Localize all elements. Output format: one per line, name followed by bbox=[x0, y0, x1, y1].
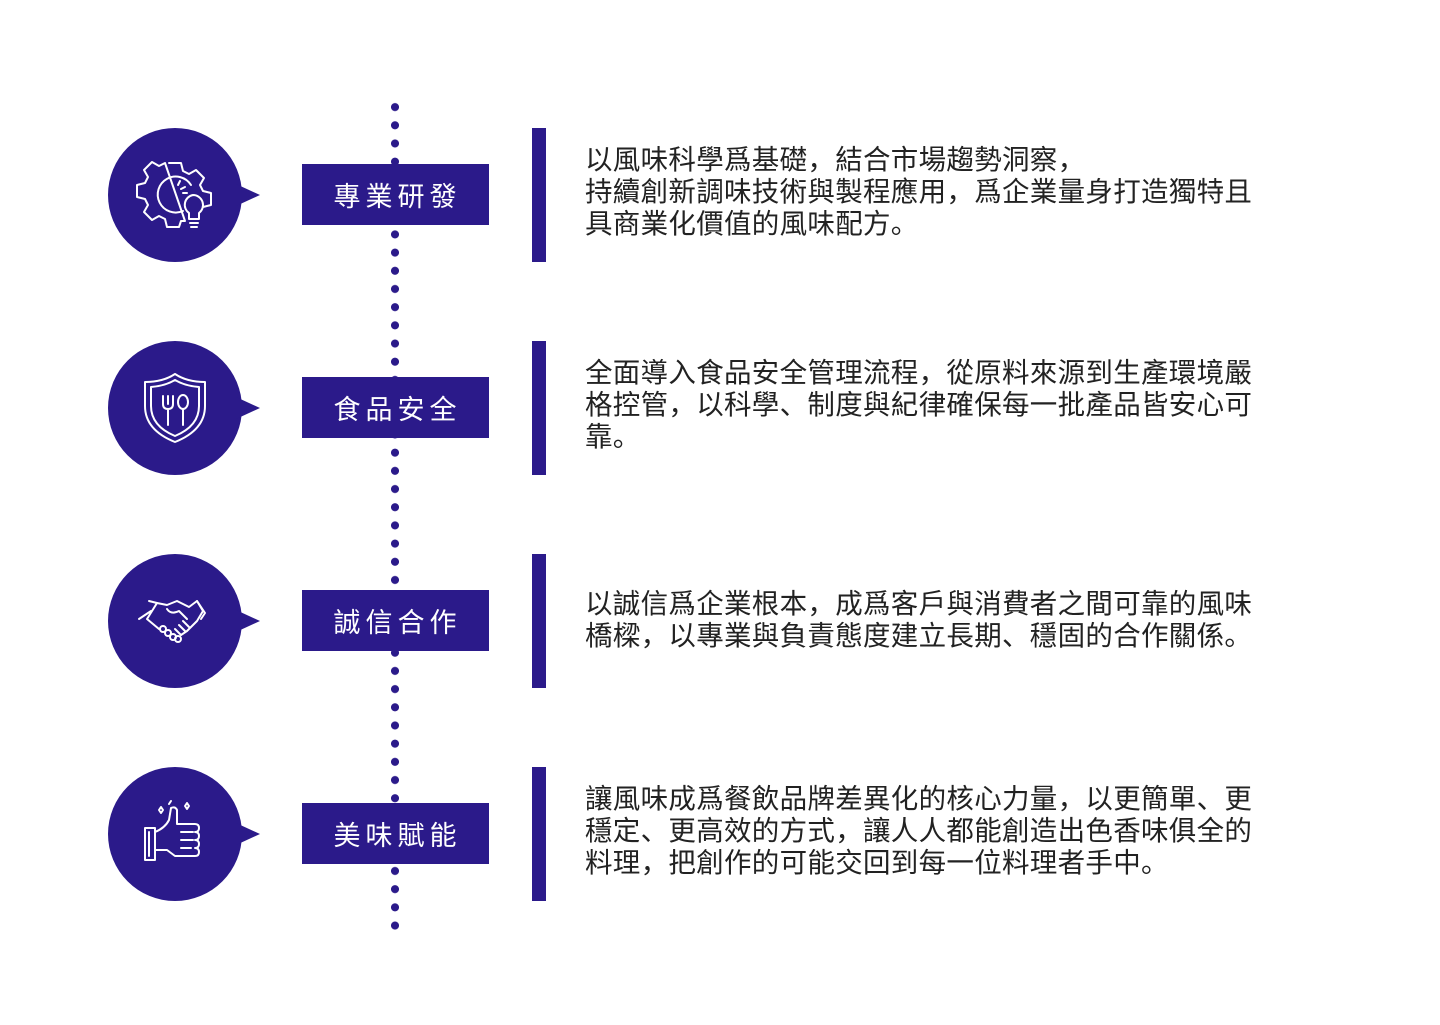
description-line: 格控管，以科學、制度與紀律確保每一批產品皆安心可 bbox=[585, 389, 1253, 421]
value-title: 食品安全 bbox=[302, 377, 489, 438]
value-description: 以誠信爲企業根本，成爲客戶與消費者之間可靠的風味 橋樑，以專業與負責態度建立長期… bbox=[585, 588, 1325, 652]
value-description: 讓風味成爲餐飲品牌差異化的核心力量，以更簡單、更 穩定、更高效的方式，讓人人都能… bbox=[585, 783, 1325, 879]
description-line: 料理，把創作的可能交回到每一位料理者手中。 bbox=[585, 847, 1169, 879]
value-title: 美味賦能 bbox=[302, 803, 489, 864]
accent-bar bbox=[532, 128, 546, 262]
dotted-timeline bbox=[391, 98, 399, 938]
shield-fork-spoon-icon bbox=[144, 373, 206, 443]
value-title: 誠信合作 bbox=[302, 590, 489, 651]
description-line: 以誠信爲企業根本，成爲客戶與消費者之間可靠的風味 bbox=[585, 588, 1253, 620]
description-line: 持續創新調味技術與製程應用，爲企業量身打造獨特且 bbox=[585, 176, 1253, 208]
icon-bubble bbox=[108, 128, 260, 262]
value-row-flavor-empowerment: 美味賦能 讓風味成爲餐飲品牌差異化的核心力量，以更簡單、更 穩定、更高效的方式，… bbox=[0, 767, 1440, 901]
accent-bar bbox=[532, 554, 546, 688]
icon-bubble bbox=[108, 341, 260, 475]
handshake-icon bbox=[138, 600, 206, 643]
value-row-integrity: 誠信合作 以誠信爲企業根本，成爲客戶與消費者之間可靠的風味 橋樑，以專業與負責態… bbox=[0, 554, 1440, 688]
value-description: 以風味科學爲基礎，結合市場趨勢洞察， 持續創新調味技術與製程應用，爲企業量身打造… bbox=[585, 144, 1325, 240]
icon-bubble bbox=[108, 767, 260, 901]
description-line: 穩定、更高效的方式，讓人人都能創造出色香味俱全的 bbox=[585, 815, 1253, 847]
description-line: 靠。 bbox=[585, 421, 641, 453]
description-line: 以風味科學爲基礎，結合市場趨勢洞察， bbox=[585, 144, 1086, 176]
description-line: 讓風味成爲餐飲品牌差異化的核心力量，以更簡單、更 bbox=[585, 783, 1253, 815]
accent-bar bbox=[532, 767, 546, 901]
description-line: 具商業化價值的風味配方。 bbox=[585, 208, 919, 240]
thumbs-up-sparkle-icon bbox=[144, 800, 200, 861]
description-line: 全面導入食品安全管理流程，從原料來源到生產環境嚴 bbox=[585, 357, 1253, 389]
value-title: 專業研發 bbox=[302, 164, 489, 225]
gear-lightbulb-icon bbox=[136, 161, 212, 228]
value-row-food-safety: 食品安全 全面導入食品安全管理流程，從原料來源到生產環境嚴 格控管，以科學、制度… bbox=[0, 341, 1440, 475]
value-description: 全面導入食品安全管理流程，從原料來源到生產環境嚴 格控管，以科學、制度與紀律確保… bbox=[585, 357, 1325, 453]
accent-bar bbox=[532, 341, 546, 475]
value-row-rd: 專業研發 以風味科學爲基礎，結合市場趨勢洞察， 持續創新調味技術與製程應用，爲企… bbox=[0, 128, 1440, 262]
description-line: 橋樑，以專業與負責態度建立長期、穩固的合作關係。 bbox=[585, 620, 1253, 652]
icon-bubble bbox=[108, 554, 260, 688]
